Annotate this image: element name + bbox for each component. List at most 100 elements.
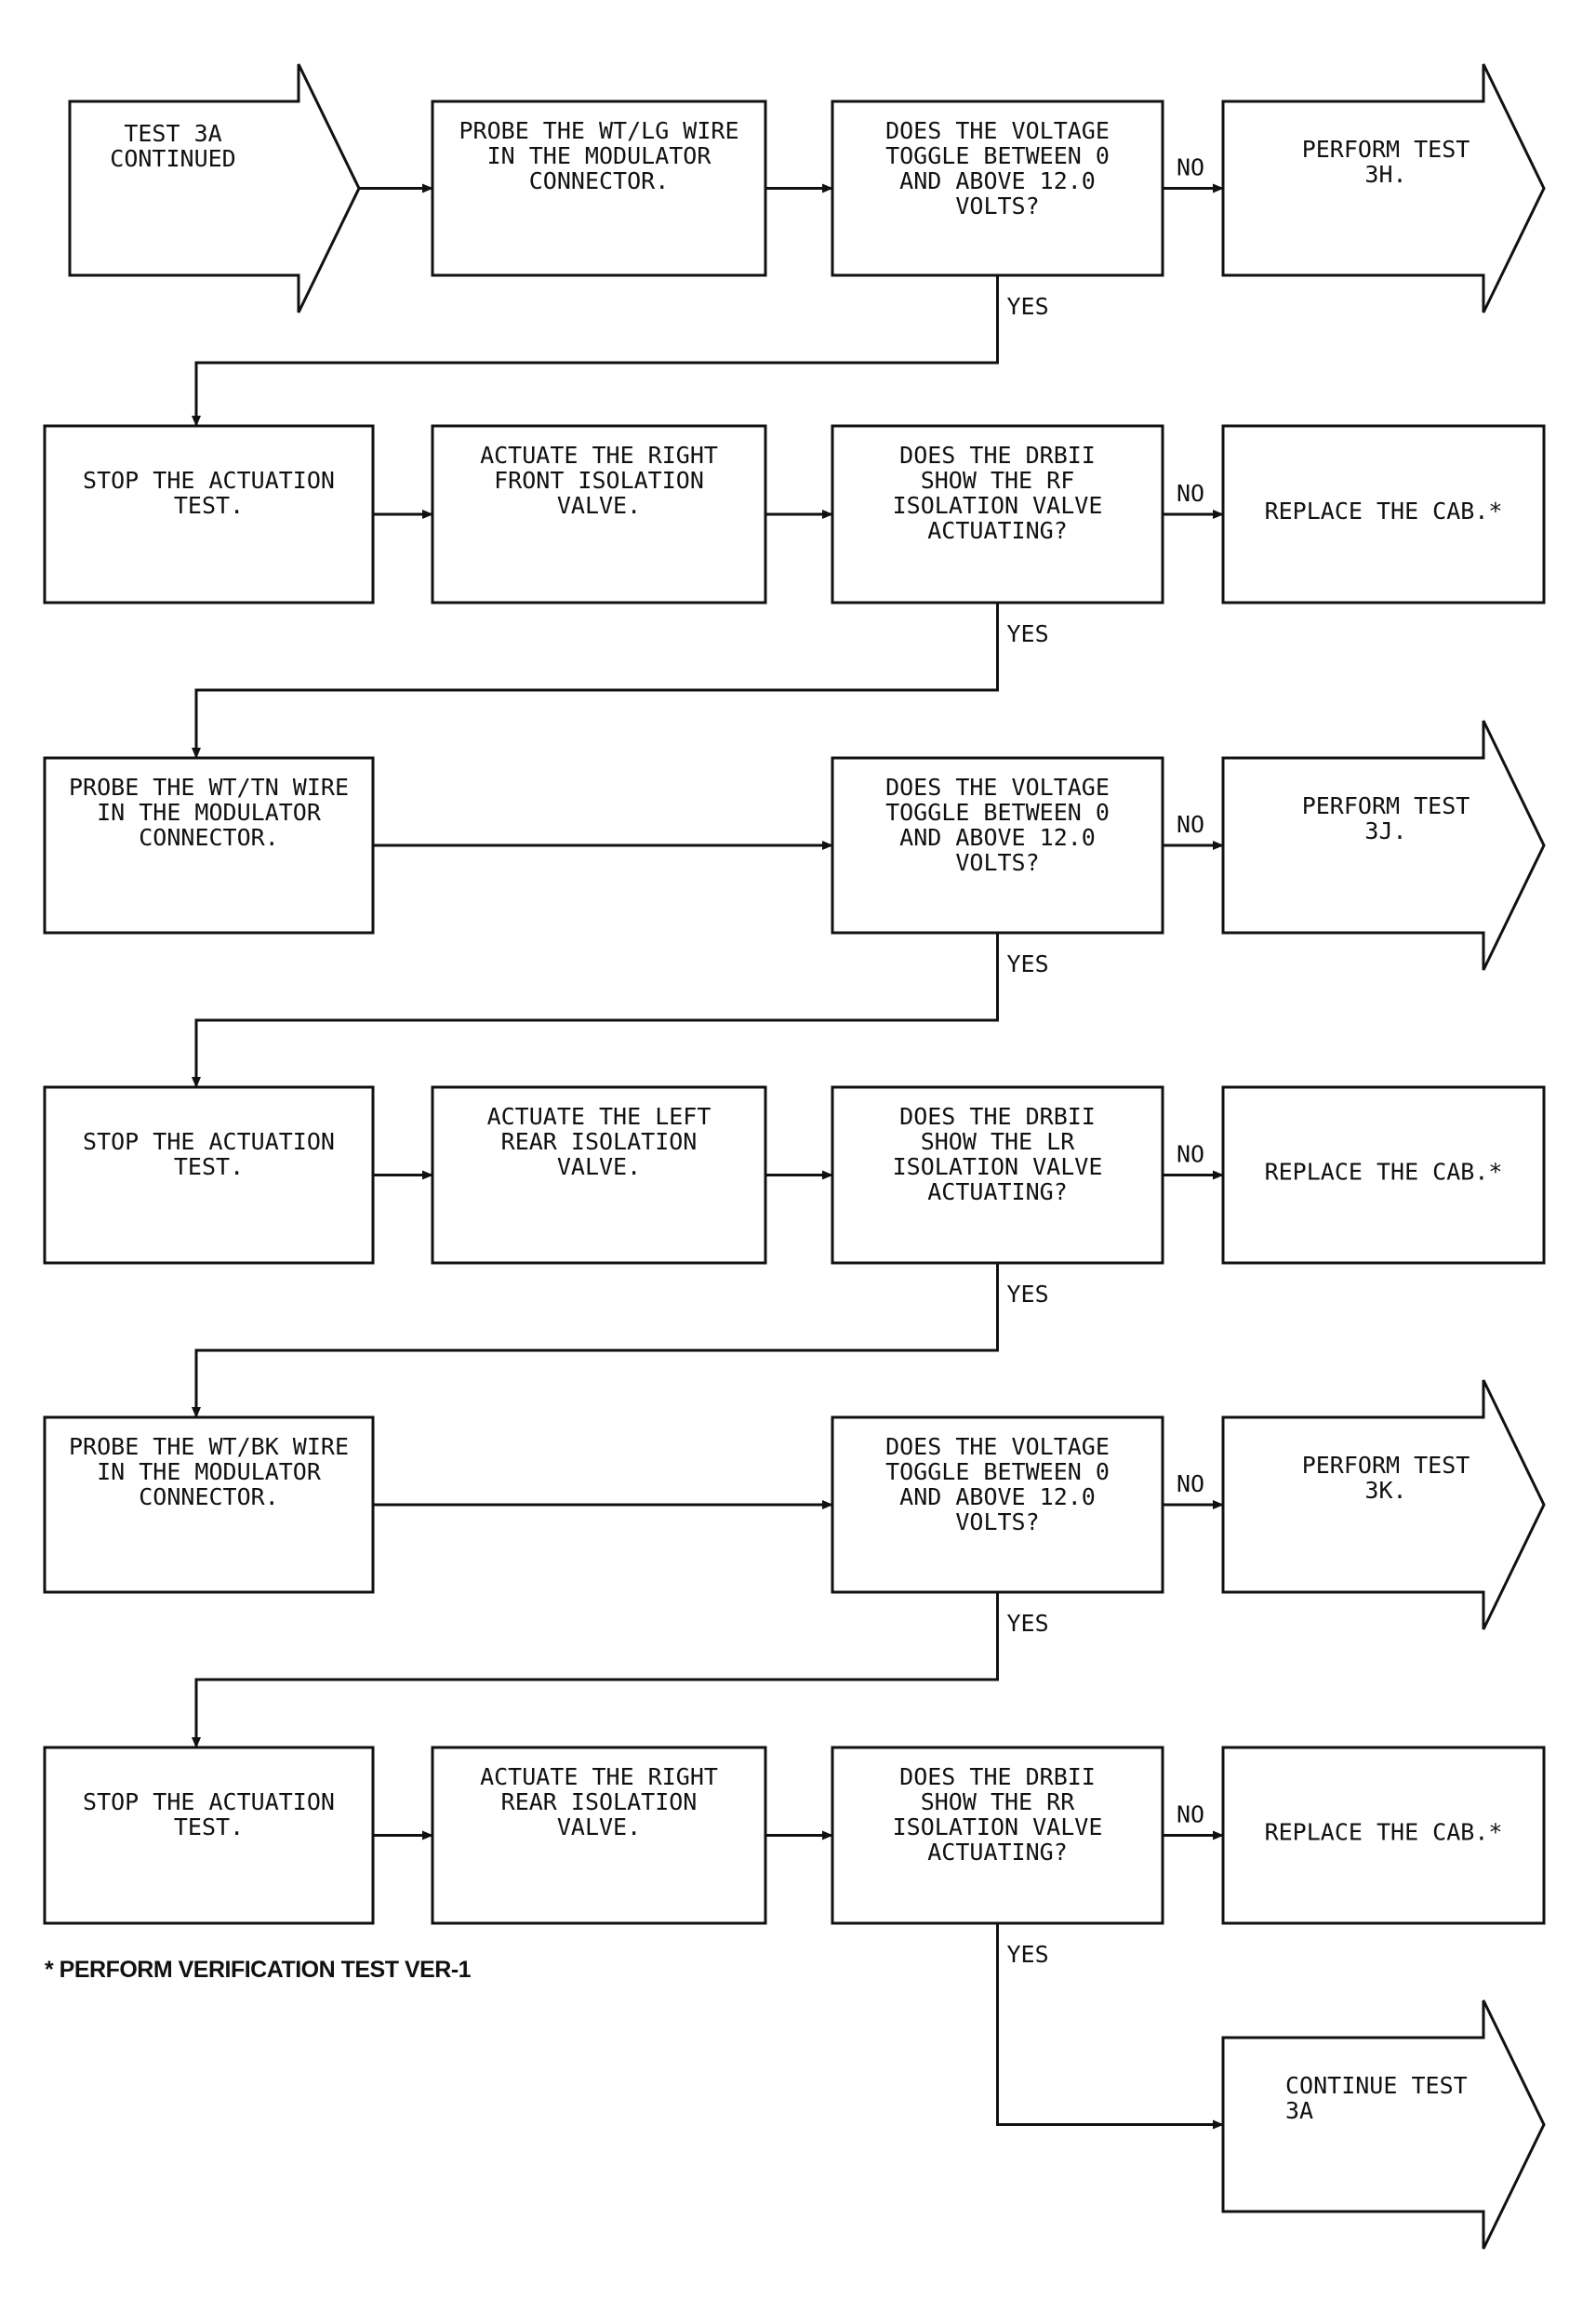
decision-text-line: DOES THE DRBII bbox=[899, 442, 1096, 469]
decision-text-line: DOES THE VOLTAGE bbox=[885, 117, 1110, 144]
decision-text-line: SHOW THE LR bbox=[921, 1128, 1076, 1155]
decision-text-line: AND ABOVE 12.0 bbox=[899, 167, 1096, 194]
yes-label: YES bbox=[1007, 293, 1049, 320]
yes-label: YES bbox=[1007, 1941, 1049, 1968]
decision-text-line: ISOLATION VALVE bbox=[893, 1813, 1103, 1840]
decision-text-line: ISOLATION VALVE bbox=[893, 492, 1103, 519]
decision-box bbox=[831, 1085, 1164, 1265]
yes-connector bbox=[192, 275, 999, 427]
yes-label: YES bbox=[1007, 1610, 1049, 1637]
step-box bbox=[43, 1415, 375, 1594]
step-text-line: PROBE THE WT/LG WIRE bbox=[459, 117, 738, 144]
no-target-box bbox=[1221, 1746, 1546, 1925]
yes-connector bbox=[192, 603, 999, 759]
no-label: NO bbox=[1177, 154, 1204, 181]
yes-connector bbox=[192, 933, 999, 1088]
decision-text-line: VOLTS? bbox=[955, 193, 1039, 219]
end-text-line: CONTINUE TEST bbox=[1285, 2072, 1468, 2099]
end-text-line: 3A bbox=[1285, 2097, 1313, 2124]
decision-text-line: DOES THE VOLTAGE bbox=[885, 774, 1110, 801]
decision-text-line: AND ABOVE 12.0 bbox=[899, 824, 1096, 851]
step-box bbox=[431, 424, 767, 604]
step-box bbox=[43, 1085, 375, 1265]
yes-label: YES bbox=[1007, 950, 1049, 977]
step-text-line: REAR ISOLATION bbox=[501, 1128, 698, 1155]
step-text-line: CONNECTOR. bbox=[139, 824, 279, 851]
no-target-text-line: REPLACE THE CAB.* bbox=[1265, 1159, 1503, 1186]
no-target-text: REPLACE THE CAB.* bbox=[1265, 1819, 1503, 1846]
decision-text-line: ACTUATING? bbox=[927, 1839, 1068, 1866]
decision-box bbox=[831, 756, 1164, 935]
step-box bbox=[43, 424, 375, 604]
decision-text-line: SHOW THE RR bbox=[921, 1788, 1076, 1815]
yes-connector bbox=[192, 1263, 999, 1418]
decision-text-line: TOGGLE BETWEEN 0 bbox=[885, 799, 1110, 826]
yes-connector bbox=[192, 1592, 999, 1748]
step-text-line: PROBE THE WT/TN WIRE bbox=[69, 774, 349, 801]
no-target-box bbox=[1221, 1085, 1546, 1265]
decision-text-line: ACTUATING? bbox=[927, 1178, 1068, 1205]
no-label: NO bbox=[1177, 1470, 1204, 1497]
step-text-line: IN THE MODULATOR bbox=[97, 1458, 322, 1485]
decision-box bbox=[831, 100, 1164, 277]
decision-text-line: ISOLATION VALVE bbox=[893, 1153, 1103, 1180]
no-target-arrow bbox=[1221, 720, 1546, 971]
yes-label: YES bbox=[1007, 1281, 1049, 1308]
footnote: * PERFORM VERIFICATION TEST VER-1 bbox=[45, 1957, 472, 1983]
step-text-line: REAR ISOLATION bbox=[501, 1788, 698, 1815]
decision-text-line: TOGGLE BETWEEN 0 bbox=[885, 142, 1110, 169]
decision-text-line: SHOW THE RF bbox=[921, 467, 1075, 494]
decision-text-line: DOES THE VOLTAGE bbox=[885, 1433, 1110, 1460]
step-text-line: STOP THE ACTUATION bbox=[83, 1128, 335, 1155]
no-target-text-line: 3K. bbox=[1364, 1477, 1406, 1504]
step-text-line: CONNECTOR. bbox=[529, 167, 670, 194]
no-target-text: REPLACE THE CAB.* bbox=[1265, 498, 1503, 525]
start-arrow bbox=[68, 63, 361, 313]
step-text-line: CONNECTOR. bbox=[139, 1483, 279, 1510]
step-text-line: IN THE MODULATOR bbox=[97, 799, 322, 826]
step-text-line: STOP THE ACTUATION bbox=[83, 1788, 335, 1815]
decision-box bbox=[831, 1746, 1164, 1925]
decision-text-line: TOGGLE BETWEEN 0 bbox=[885, 1458, 1110, 1485]
step-box bbox=[431, 100, 767, 277]
no-target-text-line: 3J. bbox=[1364, 817, 1406, 844]
end-arrow bbox=[1221, 1999, 1546, 2250]
no-label: NO bbox=[1177, 1801, 1204, 1828]
no-target-text-line: PERFORM TEST bbox=[1302, 792, 1470, 819]
no-target-arrow bbox=[1221, 63, 1546, 313]
step-text-line: TEST. bbox=[174, 1813, 244, 1840]
decision-text-line: AND ABOVE 12.0 bbox=[899, 1483, 1096, 1510]
yes-label: YES bbox=[1007, 620, 1049, 647]
step-text-line: TEST. bbox=[174, 492, 244, 519]
step-text-line: VALVE. bbox=[557, 1813, 641, 1840]
no-label: NO bbox=[1177, 1141, 1204, 1168]
no-target-box bbox=[1221, 424, 1546, 604]
decision-text-line: VOLTS? bbox=[955, 849, 1039, 876]
decision-text-line: VOLTS? bbox=[955, 1508, 1039, 1535]
yes-connector bbox=[996, 1923, 1224, 2130]
step-text-line: ACTUATE THE LEFT bbox=[487, 1103, 712, 1130]
decision-box bbox=[831, 424, 1164, 604]
step-text-line: PROBE THE WT/BK WIRE bbox=[69, 1433, 349, 1460]
start-text-line: CONTINUED bbox=[110, 145, 235, 172]
step-text-line: VALVE. bbox=[557, 492, 641, 519]
no-label: NO bbox=[1177, 480, 1204, 507]
connector-layer bbox=[192, 183, 1224, 2130]
no-target-text-line: REPLACE THE CAB.* bbox=[1265, 1819, 1503, 1846]
decision-text-line: DOES THE DRBII bbox=[899, 1103, 1096, 1130]
